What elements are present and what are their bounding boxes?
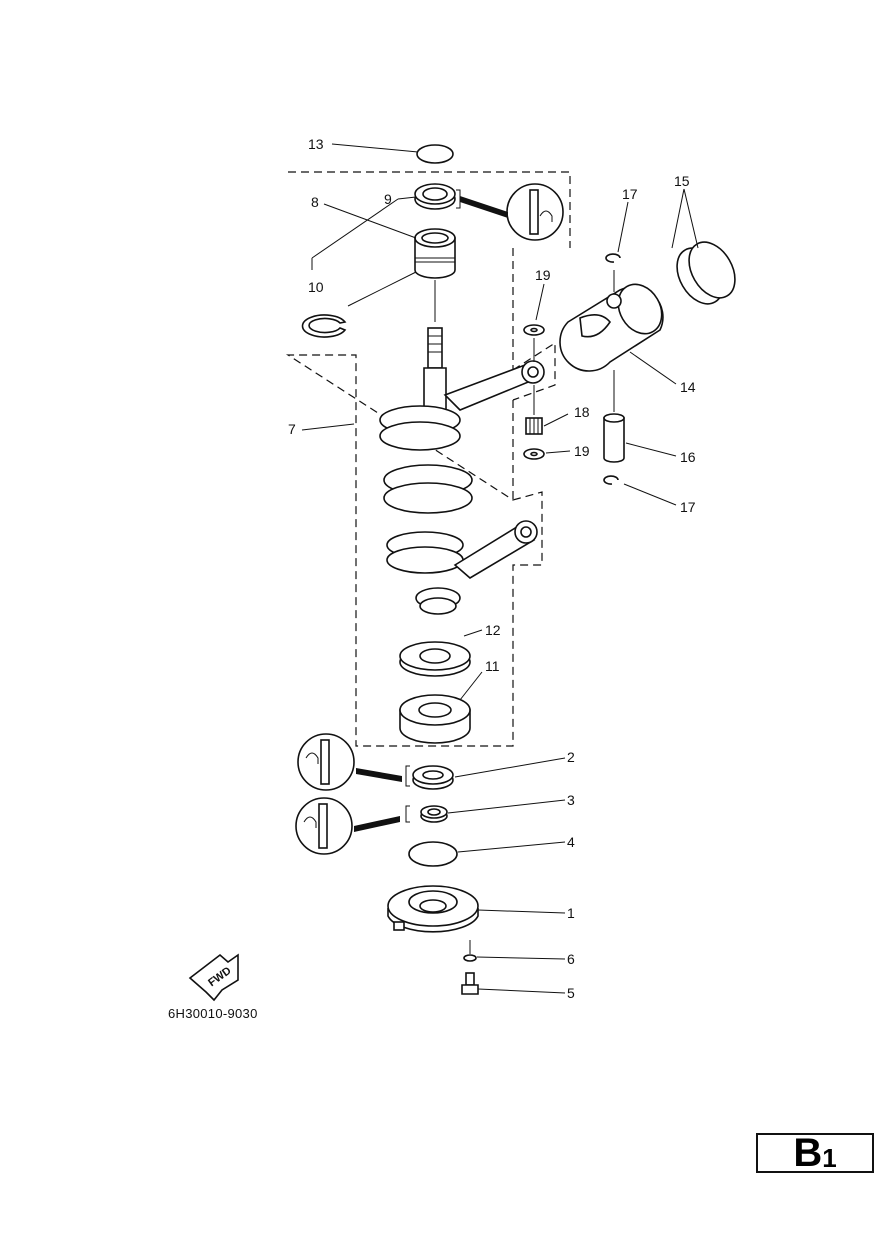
callout-17-upper: 17 bbox=[622, 186, 638, 202]
o-ring-4 bbox=[408, 841, 458, 867]
callout-16: 16 bbox=[680, 449, 696, 465]
snap-ring-10 bbox=[301, 314, 347, 338]
crankshaft-7 bbox=[379, 327, 545, 615]
piston-rings-15 bbox=[676, 241, 736, 305]
oil-seal-3 bbox=[420, 805, 448, 823]
callout-10: 10 bbox=[308, 279, 324, 295]
seal-12 bbox=[399, 641, 471, 677]
needle-bearing-18 bbox=[525, 417, 543, 435]
piston-14 bbox=[559, 283, 664, 372]
callout-6: 6 bbox=[567, 951, 575, 967]
grease-symbol-icon bbox=[295, 797, 410, 855]
callout-12: 12 bbox=[485, 622, 501, 638]
callout-2: 2 bbox=[567, 749, 575, 765]
crankshaft-assembly-boundary bbox=[285, 171, 571, 747]
callout-1: 1 bbox=[567, 905, 575, 921]
callout-5: 5 bbox=[567, 985, 575, 1001]
callout-9: 9 bbox=[384, 191, 392, 207]
clip-17-lower bbox=[603, 475, 619, 485]
bolt-5 bbox=[461, 972, 479, 995]
oil-seal-9 bbox=[414, 183, 456, 210]
piston-pin-16 bbox=[603, 413, 625, 463]
callout-13: 13 bbox=[308, 136, 324, 152]
callout-7: 7 bbox=[288, 421, 296, 437]
fwd-arrow-icon: FWD bbox=[188, 953, 239, 1002]
callout-19-upper: 19 bbox=[535, 267, 551, 283]
callout-8: 8 bbox=[311, 194, 319, 210]
lower-housing-1 bbox=[387, 885, 479, 933]
oil-seal-2 bbox=[412, 765, 454, 790]
callout-18: 18 bbox=[574, 404, 590, 420]
callout-11: 11 bbox=[485, 658, 500, 674]
washer-6 bbox=[463, 954, 477, 962]
page-tab: B 1 bbox=[756, 1133, 874, 1173]
page-tab-number: 1 bbox=[822, 1143, 837, 1173]
grease-symbol-icon bbox=[297, 733, 410, 791]
washer-19-upper bbox=[523, 324, 545, 336]
o-ring-13 bbox=[416, 144, 454, 164]
leader-lines bbox=[301, 143, 699, 994]
callout-19-lower: 19 bbox=[574, 443, 590, 459]
drawing-code: 6H30010-9030 bbox=[168, 1006, 258, 1021]
needle-bearing-8 bbox=[414, 228, 456, 279]
callout-15: 15 bbox=[674, 173, 690, 189]
ball-bearing-11 bbox=[399, 694, 471, 744]
washer-19-lower bbox=[523, 448, 545, 460]
page-tab-letter: B bbox=[793, 1131, 823, 1175]
callout-4: 4 bbox=[567, 834, 575, 850]
grease-symbol-icon bbox=[456, 183, 564, 241]
callout-14: 14 bbox=[680, 379, 696, 395]
clip-17-upper bbox=[605, 253, 621, 263]
callout-3: 3 bbox=[567, 792, 575, 808]
callout-17-lower: 17 bbox=[680, 499, 696, 515]
